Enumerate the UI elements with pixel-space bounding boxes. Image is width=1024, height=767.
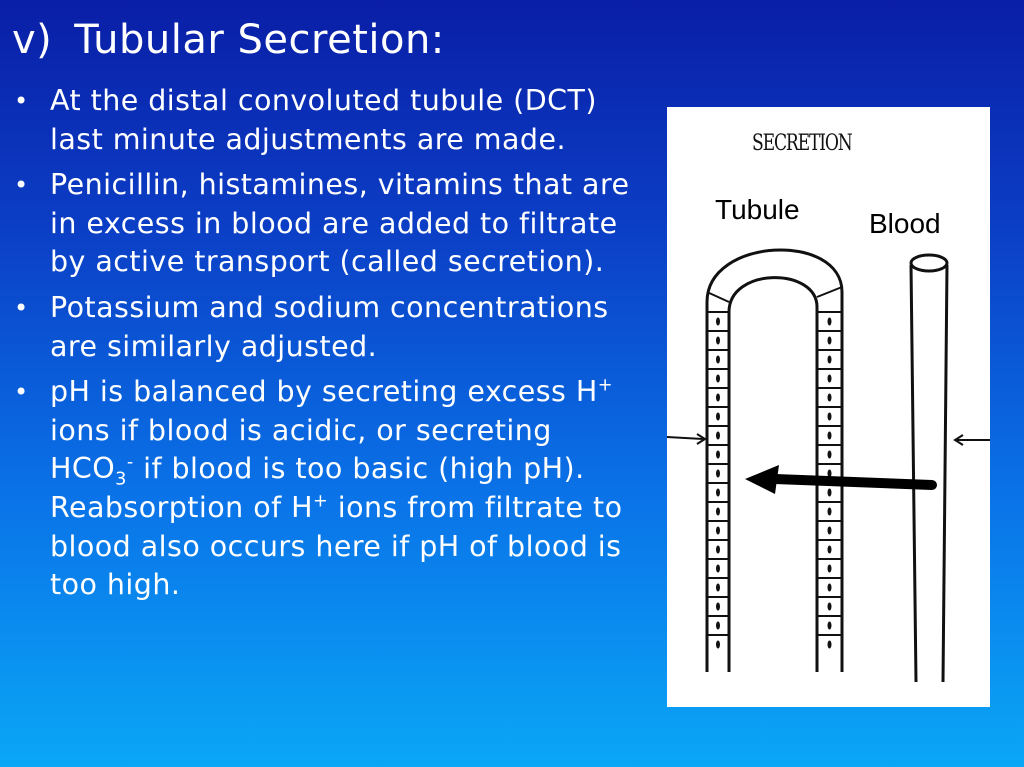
right-pointer-arrowhead xyxy=(953,434,964,446)
cell-nucleus xyxy=(827,640,832,649)
bullet-item: • At the distal convoluted tubule (DCT) … xyxy=(14,82,644,159)
text-segment: if blood is too basic (high pH). Reabsor… xyxy=(50,452,585,524)
bullet-text: Potassium and sodium concentrations are … xyxy=(50,290,609,363)
cell-nucleus xyxy=(827,431,832,440)
cell-nucleus xyxy=(716,640,720,649)
superscript: + xyxy=(312,491,329,512)
tubule-band xyxy=(816,286,843,298)
cell-nucleus xyxy=(827,317,832,326)
cell-nucleus xyxy=(716,393,720,402)
bullet-item: • Penicillin, histamines, vitamins that … xyxy=(14,166,644,282)
cell-nucleus xyxy=(716,469,720,478)
cell-nucleus xyxy=(827,355,832,364)
text-segment: ions if blood is acidic, or secreting HC… xyxy=(50,413,552,486)
secretion-diagram: SECRETION Tubule Blood xyxy=(667,107,990,707)
bullet-dot: • xyxy=(14,293,29,322)
cell-nucleus xyxy=(716,336,720,345)
cell-nucleus xyxy=(827,526,832,535)
cell-nucleus xyxy=(716,431,720,440)
blood-label: Blood xyxy=(869,208,941,239)
cell-nucleus xyxy=(716,507,720,516)
text-segment: ions from filtrate to blood also occurs … xyxy=(50,490,623,602)
cell-nucleus xyxy=(827,545,832,554)
cell-nucleus xyxy=(716,545,720,554)
title-text: Tubular Secretion: xyxy=(74,17,445,63)
tubule-outer-wall xyxy=(705,248,844,672)
cell-nucleus xyxy=(827,374,832,383)
bullet-item: • Potassium and sodium concentrations ar… xyxy=(14,289,644,366)
bullet-dot: • xyxy=(14,87,29,115)
cell-nucleus xyxy=(827,564,832,573)
blood-vessel-left-wall xyxy=(909,264,918,683)
cell-nucleus xyxy=(827,507,832,516)
cell-nucleus xyxy=(827,621,832,630)
superscript: - xyxy=(126,452,134,473)
cell-nucleus xyxy=(827,393,832,402)
cell-nucleus xyxy=(827,488,832,497)
cell-nucleus xyxy=(827,469,832,478)
cell-nucleus xyxy=(716,602,720,611)
cell-nucleus xyxy=(716,488,720,497)
title-number: v) xyxy=(12,17,53,63)
bullet-dot: • xyxy=(14,378,29,407)
cell-nucleus xyxy=(827,412,832,421)
cell-nucleus xyxy=(827,336,832,345)
cell-nucleus xyxy=(716,355,720,364)
bullet-text: At the distal convoluted tubule (DCT) la… xyxy=(50,84,597,156)
tubule-label: Tubule xyxy=(715,194,800,225)
cell-nucleus xyxy=(827,450,832,459)
cell-nucleus xyxy=(716,583,720,592)
tubule-right-cells xyxy=(817,311,842,649)
subscript: 3 xyxy=(115,470,127,491)
cell-nucleus xyxy=(716,412,720,421)
cell-nucleus xyxy=(716,621,720,630)
cell-nucleus xyxy=(716,564,720,573)
blood-vessel-right-wall xyxy=(941,264,949,683)
superscript: + xyxy=(597,375,613,396)
secretion-arrow-shaft xyxy=(770,474,937,490)
bullet-dot: • xyxy=(14,171,29,200)
secretion-diagram-drawing xyxy=(667,248,990,683)
cell-nucleus xyxy=(827,602,832,611)
secretion-arrowhead xyxy=(745,465,779,494)
blood-vessel-opening xyxy=(909,253,949,273)
cell-nucleus xyxy=(827,583,832,592)
tubule-inner-wall xyxy=(727,276,819,672)
cell-nucleus xyxy=(716,450,720,459)
cell-nucleus xyxy=(716,317,720,326)
left-pointer-arrowhead xyxy=(696,433,707,445)
left-pointer-line xyxy=(667,436,704,440)
bullet-list: • At the distal convoluted tubule (DCT) … xyxy=(14,82,644,612)
tubule-left-cells xyxy=(707,311,729,649)
bullet-item: • pH is balanced by secreting excess H+ … xyxy=(14,373,644,605)
tubule-band xyxy=(706,291,730,303)
cell-nucleus xyxy=(716,374,720,383)
bullet-text: Penicillin, histamines, vitamins that ar… xyxy=(50,168,630,279)
bullet-text-ph: pH is balanced by secreting excess H+ io… xyxy=(50,375,623,601)
cell-nucleus xyxy=(716,526,720,535)
slide-title: v) Tubular Secretion: xyxy=(12,14,445,66)
text-segment: pH is balanced by secreting excess H xyxy=(50,375,598,409)
diagram-title: SECRETION xyxy=(752,131,853,156)
